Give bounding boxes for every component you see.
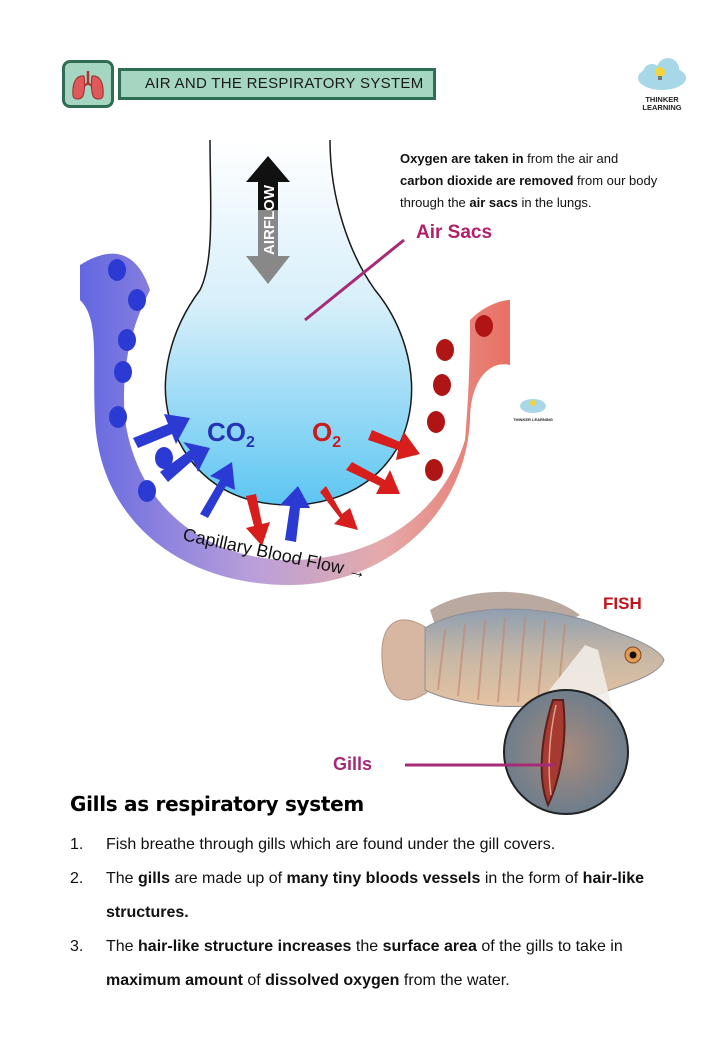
list-number: 3. <box>70 938 84 955</box>
list-text: in the form of <box>480 870 583 887</box>
airflow-arrow: AIRFLOW <box>246 156 290 284</box>
svg-text:THINKER LEARNING: THINKER LEARNING <box>513 417 553 422</box>
capillary-vessel <box>80 253 510 585</box>
list-bold: many tiny bloods vessels <box>286 870 481 887</box>
intro-paragraph: Oxygen are taken in from the air and car… <box>400 148 662 214</box>
gills-zoom-circle <box>503 689 629 815</box>
airflow-label: AIRFLOW <box>261 184 278 255</box>
cloud-bulb-icon <box>638 58 686 90</box>
list-bold: dissolved oxygen <box>265 972 400 989</box>
air-sacs-pointer <box>304 238 405 322</box>
list-text: of the gills to take in <box>476 938 623 955</box>
list-number: 1. <box>70 836 84 853</box>
list-item: 2. The gills are made up of many tiny bl… <box>70 862 670 930</box>
list-item: 3. The hair-like structure increases the… <box>70 930 670 998</box>
list-bold: maximum amount <box>106 972 243 989</box>
list-bold: hair-like structure increases <box>138 938 352 955</box>
lungs-icon <box>72 71 104 100</box>
air-sacs-label: Air Sacs <box>416 222 493 243</box>
list-item: 1. Fish breathe through gills which are … <box>70 828 670 862</box>
list-bold: hair-like structures. <box>106 870 645 921</box>
list-text: The <box>106 938 139 955</box>
logo-line2: LEARNING <box>642 103 682 112</box>
section-title: Gills as respiratory system <box>70 792 364 816</box>
gills-list: 1. Fish breathe through gills which are … <box>70 828 670 998</box>
list-text: the <box>351 938 383 955</box>
list-bold: gills <box>138 870 171 887</box>
list-number: 2. <box>70 870 84 887</box>
small-logo: THINKER LEARNING <box>513 399 553 422</box>
header-banner: AIR AND THE RESPIRATORY SYSTEM <box>62 60 438 108</box>
list-bold: surface area <box>382 938 477 955</box>
co2-arrows <box>133 414 310 542</box>
list-text: The <box>106 870 139 887</box>
o2-arrows <box>246 430 420 546</box>
list-text: of <box>242 972 266 989</box>
thinker-learning-logo: THINKER LEARNING <box>632 54 692 112</box>
logo-line1: THINKER <box>645 95 679 104</box>
intro-text: in the lungs. <box>517 195 592 210</box>
intro-bold-airsacs: air sacs <box>469 195 518 210</box>
o2-label: O2 <box>312 417 341 451</box>
intro-bold-oxygen: Oxygen are taken in <box>400 151 524 166</box>
fish-label: FISH <box>603 594 642 613</box>
intro-bold-co2: carbon dioxide are removed <box>400 173 574 188</box>
intro-text: from our body through the <box>400 173 658 210</box>
blood-cells <box>108 259 493 502</box>
list-text: Fish breathe through gills which are fou… <box>106 836 556 853</box>
intro-text: from the air and <box>523 151 619 166</box>
co2-label: CO2 <box>207 417 255 451</box>
gills-label: Gills <box>333 754 373 774</box>
list-text: are made up of <box>170 870 287 887</box>
list-text: from the water. <box>399 972 510 989</box>
page-title: AIR AND THE RESPIRATORY SYSTEM <box>118 68 436 100</box>
lungs-icon-box <box>62 60 114 108</box>
